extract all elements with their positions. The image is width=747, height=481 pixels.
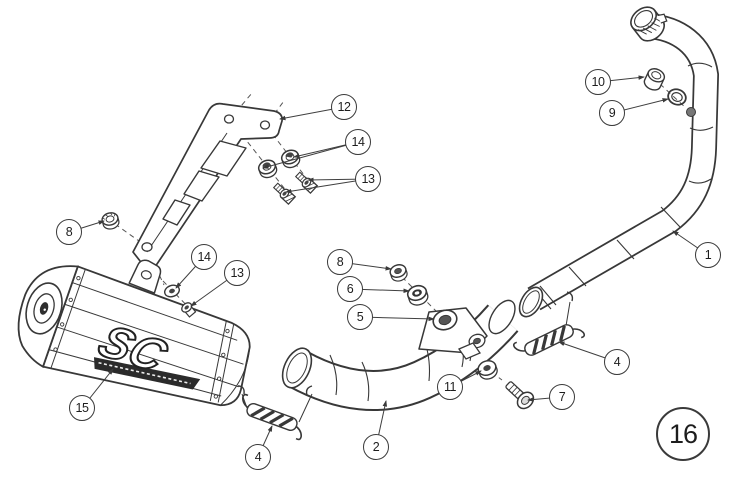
exhaust-spring bbox=[241, 393, 303, 441]
callout-8: 8 bbox=[327, 249, 353, 275]
grommet bbox=[406, 284, 429, 306]
o-ring bbox=[667, 88, 687, 106]
bracket-hole bbox=[259, 120, 271, 130]
callout-14: 14 bbox=[191, 244, 217, 270]
plug-cap bbox=[643, 68, 666, 91]
callout-13: 13 bbox=[355, 166, 381, 192]
callout-8: 8 bbox=[56, 219, 82, 245]
bracket-hole bbox=[141, 242, 153, 252]
callout-7: 7 bbox=[549, 384, 575, 410]
callout-6: 6 bbox=[337, 276, 363, 302]
washer bbox=[257, 159, 278, 179]
pipe-sleeve-end bbox=[488, 299, 516, 335]
mounting-bracket bbox=[132, 102, 283, 269]
flange-nut bbox=[101, 212, 120, 230]
muffler-outlet bbox=[25, 282, 63, 335]
washer bbox=[477, 359, 498, 380]
leader-line bbox=[262, 141, 359, 169]
callout-10: 10 bbox=[585, 69, 611, 95]
washer bbox=[280, 149, 301, 169]
callout-14: 14 bbox=[345, 129, 371, 155]
muffler: SC bbox=[17, 259, 251, 407]
callout-2: 2 bbox=[363, 434, 389, 460]
spring-hook-tab bbox=[305, 385, 313, 396]
callout-4: 4 bbox=[245, 444, 271, 470]
muffler-body bbox=[42, 265, 251, 407]
sensor-boss bbox=[686, 107, 696, 117]
callout-11: 11 bbox=[437, 374, 463, 400]
link-pipe bbox=[281, 299, 519, 412]
callout-9: 9 bbox=[599, 100, 625, 126]
rivets bbox=[53, 276, 230, 399]
callout-4: 4 bbox=[604, 349, 630, 375]
callout-13: 13 bbox=[224, 260, 250, 286]
leader-line bbox=[285, 178, 369, 194]
callout-15: 15 bbox=[69, 395, 95, 421]
washer bbox=[389, 264, 408, 282]
pipe-clamp-bracket bbox=[418, 307, 488, 354]
lower-tab bbox=[458, 342, 481, 360]
callout-5: 5 bbox=[347, 304, 373, 330]
callout-1: 1 bbox=[695, 242, 721, 268]
pipe-open-end bbox=[518, 286, 544, 318]
pipe-inlet-end bbox=[281, 347, 313, 389]
exhaust-spring bbox=[512, 324, 586, 356]
spring-hook-tab bbox=[237, 385, 245, 395]
header-pipe bbox=[518, 6, 720, 318]
inlet-flange bbox=[630, 6, 668, 42]
hex-bolt bbox=[505, 381, 535, 410]
callout-12: 12 bbox=[331, 94, 357, 120]
socket-screw bbox=[272, 182, 297, 206]
callout-16: 16 bbox=[656, 407, 710, 461]
bracket-hole bbox=[223, 114, 235, 124]
spring-hook-tab bbox=[566, 291, 574, 302]
